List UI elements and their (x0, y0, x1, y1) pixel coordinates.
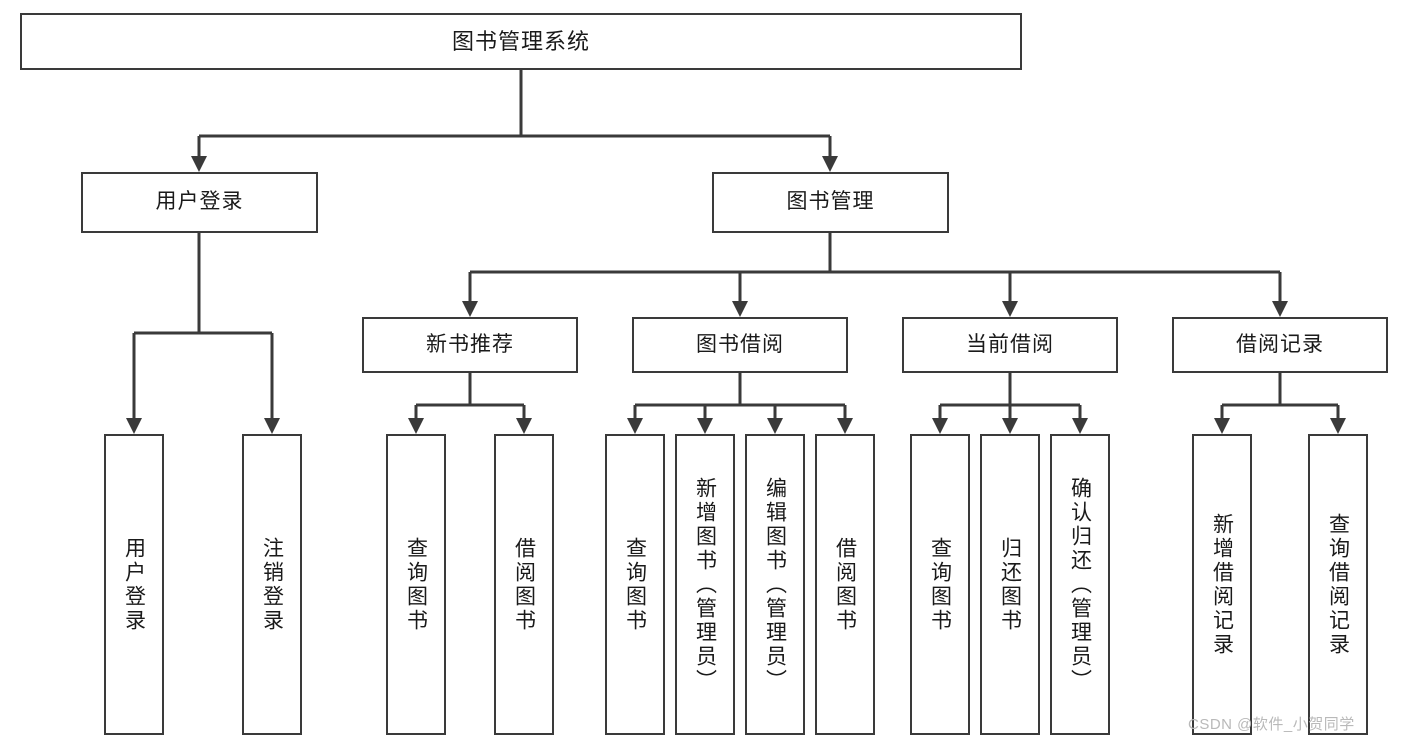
node-user-login[interactable]: 用户登录 (81, 172, 318, 233)
arrow-new-book-rec (462, 301, 478, 317)
leaf-new-book-rec-2-label: 借阅图书 (512, 536, 536, 633)
leaf-user-login-2[interactable]: 注销登录 (242, 434, 302, 735)
node-user-login-label: 用户登录 (155, 190, 244, 214)
leaf-book-borrow-3[interactable]: 编辑图书（管理员） (745, 434, 805, 735)
leaf-current-borrow-2-label: 归还图书 (998, 536, 1022, 633)
leaf-user-login-1[interactable]: 用户登录 (104, 434, 164, 735)
node-root-label: 图书管理系统 (451, 28, 590, 54)
arrow-book-borrow (732, 301, 748, 317)
leaf-borrow-record-1[interactable]: 新增借阅记录 (1192, 434, 1252, 735)
leaf-current-borrow-3[interactable]: 确认归还（管理员） (1050, 434, 1110, 735)
leaf-current-borrow-2[interactable]: 归还图书 (980, 434, 1040, 735)
node-book-manage[interactable]: 图书管理 (712, 172, 949, 233)
arrow-borrow-record (1272, 301, 1288, 317)
leaf-borrow-record-1-label: 新增借阅记录 (1210, 512, 1234, 657)
arrow-current-2 (1002, 418, 1018, 434)
arrow-user-login (191, 156, 207, 172)
arrow-current-3 (1072, 418, 1088, 434)
leaf-current-borrow-1-label: 查询图书 (928, 536, 952, 633)
leaf-book-borrow-4[interactable]: 借阅图书 (815, 434, 875, 735)
leaf-new-book-rec-2[interactable]: 借阅图书 (494, 434, 554, 735)
arrow-borrow-2 (697, 418, 713, 434)
leaf-borrow-record-2[interactable]: 查询借阅记录 (1308, 434, 1368, 735)
leaf-current-borrow-3-label: 确认归还（管理员） (1068, 476, 1092, 693)
arrow-newbook-1 (408, 418, 424, 434)
arrow-current-1 (932, 418, 948, 434)
node-current-borrow-label: 当前借阅 (966, 332, 1054, 356)
leaf-current-borrow-1[interactable]: 查询图书 (910, 434, 970, 735)
node-borrow-record[interactable]: 借阅记录 (1172, 317, 1388, 373)
node-new-book-rec[interactable]: 新书推荐 (362, 317, 578, 373)
leaf-book-borrow-2-label: 新增图书（管理员） (693, 476, 717, 693)
arrow-borrow-1 (627, 418, 643, 434)
leaf-new-book-rec-1[interactable]: 查询图书 (386, 434, 446, 735)
node-book-borrow-label: 图书借阅 (696, 332, 784, 356)
arrow-current-borrow (1002, 301, 1018, 317)
leaf-new-book-rec-1-label: 查询图书 (404, 536, 428, 633)
node-borrow-record-label: 借阅记录 (1236, 332, 1324, 356)
node-book-manage-label: 图书管理 (786, 190, 875, 214)
node-book-borrow[interactable]: 图书借阅 (632, 317, 848, 373)
leaf-book-borrow-1[interactable]: 查询图书 (605, 434, 665, 735)
leaf-book-borrow-3-label: 编辑图书（管理员） (763, 476, 787, 693)
arrow-user-login-1 (126, 418, 142, 434)
leaf-borrow-record-2-label: 查询借阅记录 (1326, 512, 1350, 657)
leaf-book-borrow-1-label: 查询图书 (623, 536, 647, 633)
arrow-book-manage (822, 156, 838, 172)
leaf-book-borrow-2[interactable]: 新增图书（管理员） (675, 434, 735, 735)
arrow-user-login-2 (264, 418, 280, 434)
leaf-user-login-2-label: 注销登录 (260, 536, 284, 633)
arrow-record-2 (1330, 418, 1346, 434)
leaf-user-login-1-label: 用户登录 (122, 536, 146, 633)
arrow-borrow-3 (767, 418, 783, 434)
leaf-book-borrow-4-label: 借阅图书 (833, 536, 857, 633)
node-root[interactable]: 图书管理系统 (20, 13, 1022, 70)
node-new-book-rec-label: 新书推荐 (426, 332, 514, 356)
arrow-newbook-2 (516, 418, 532, 434)
node-current-borrow[interactable]: 当前借阅 (902, 317, 1118, 373)
arrow-borrow-4 (837, 418, 853, 434)
arrow-record-1 (1214, 418, 1230, 434)
